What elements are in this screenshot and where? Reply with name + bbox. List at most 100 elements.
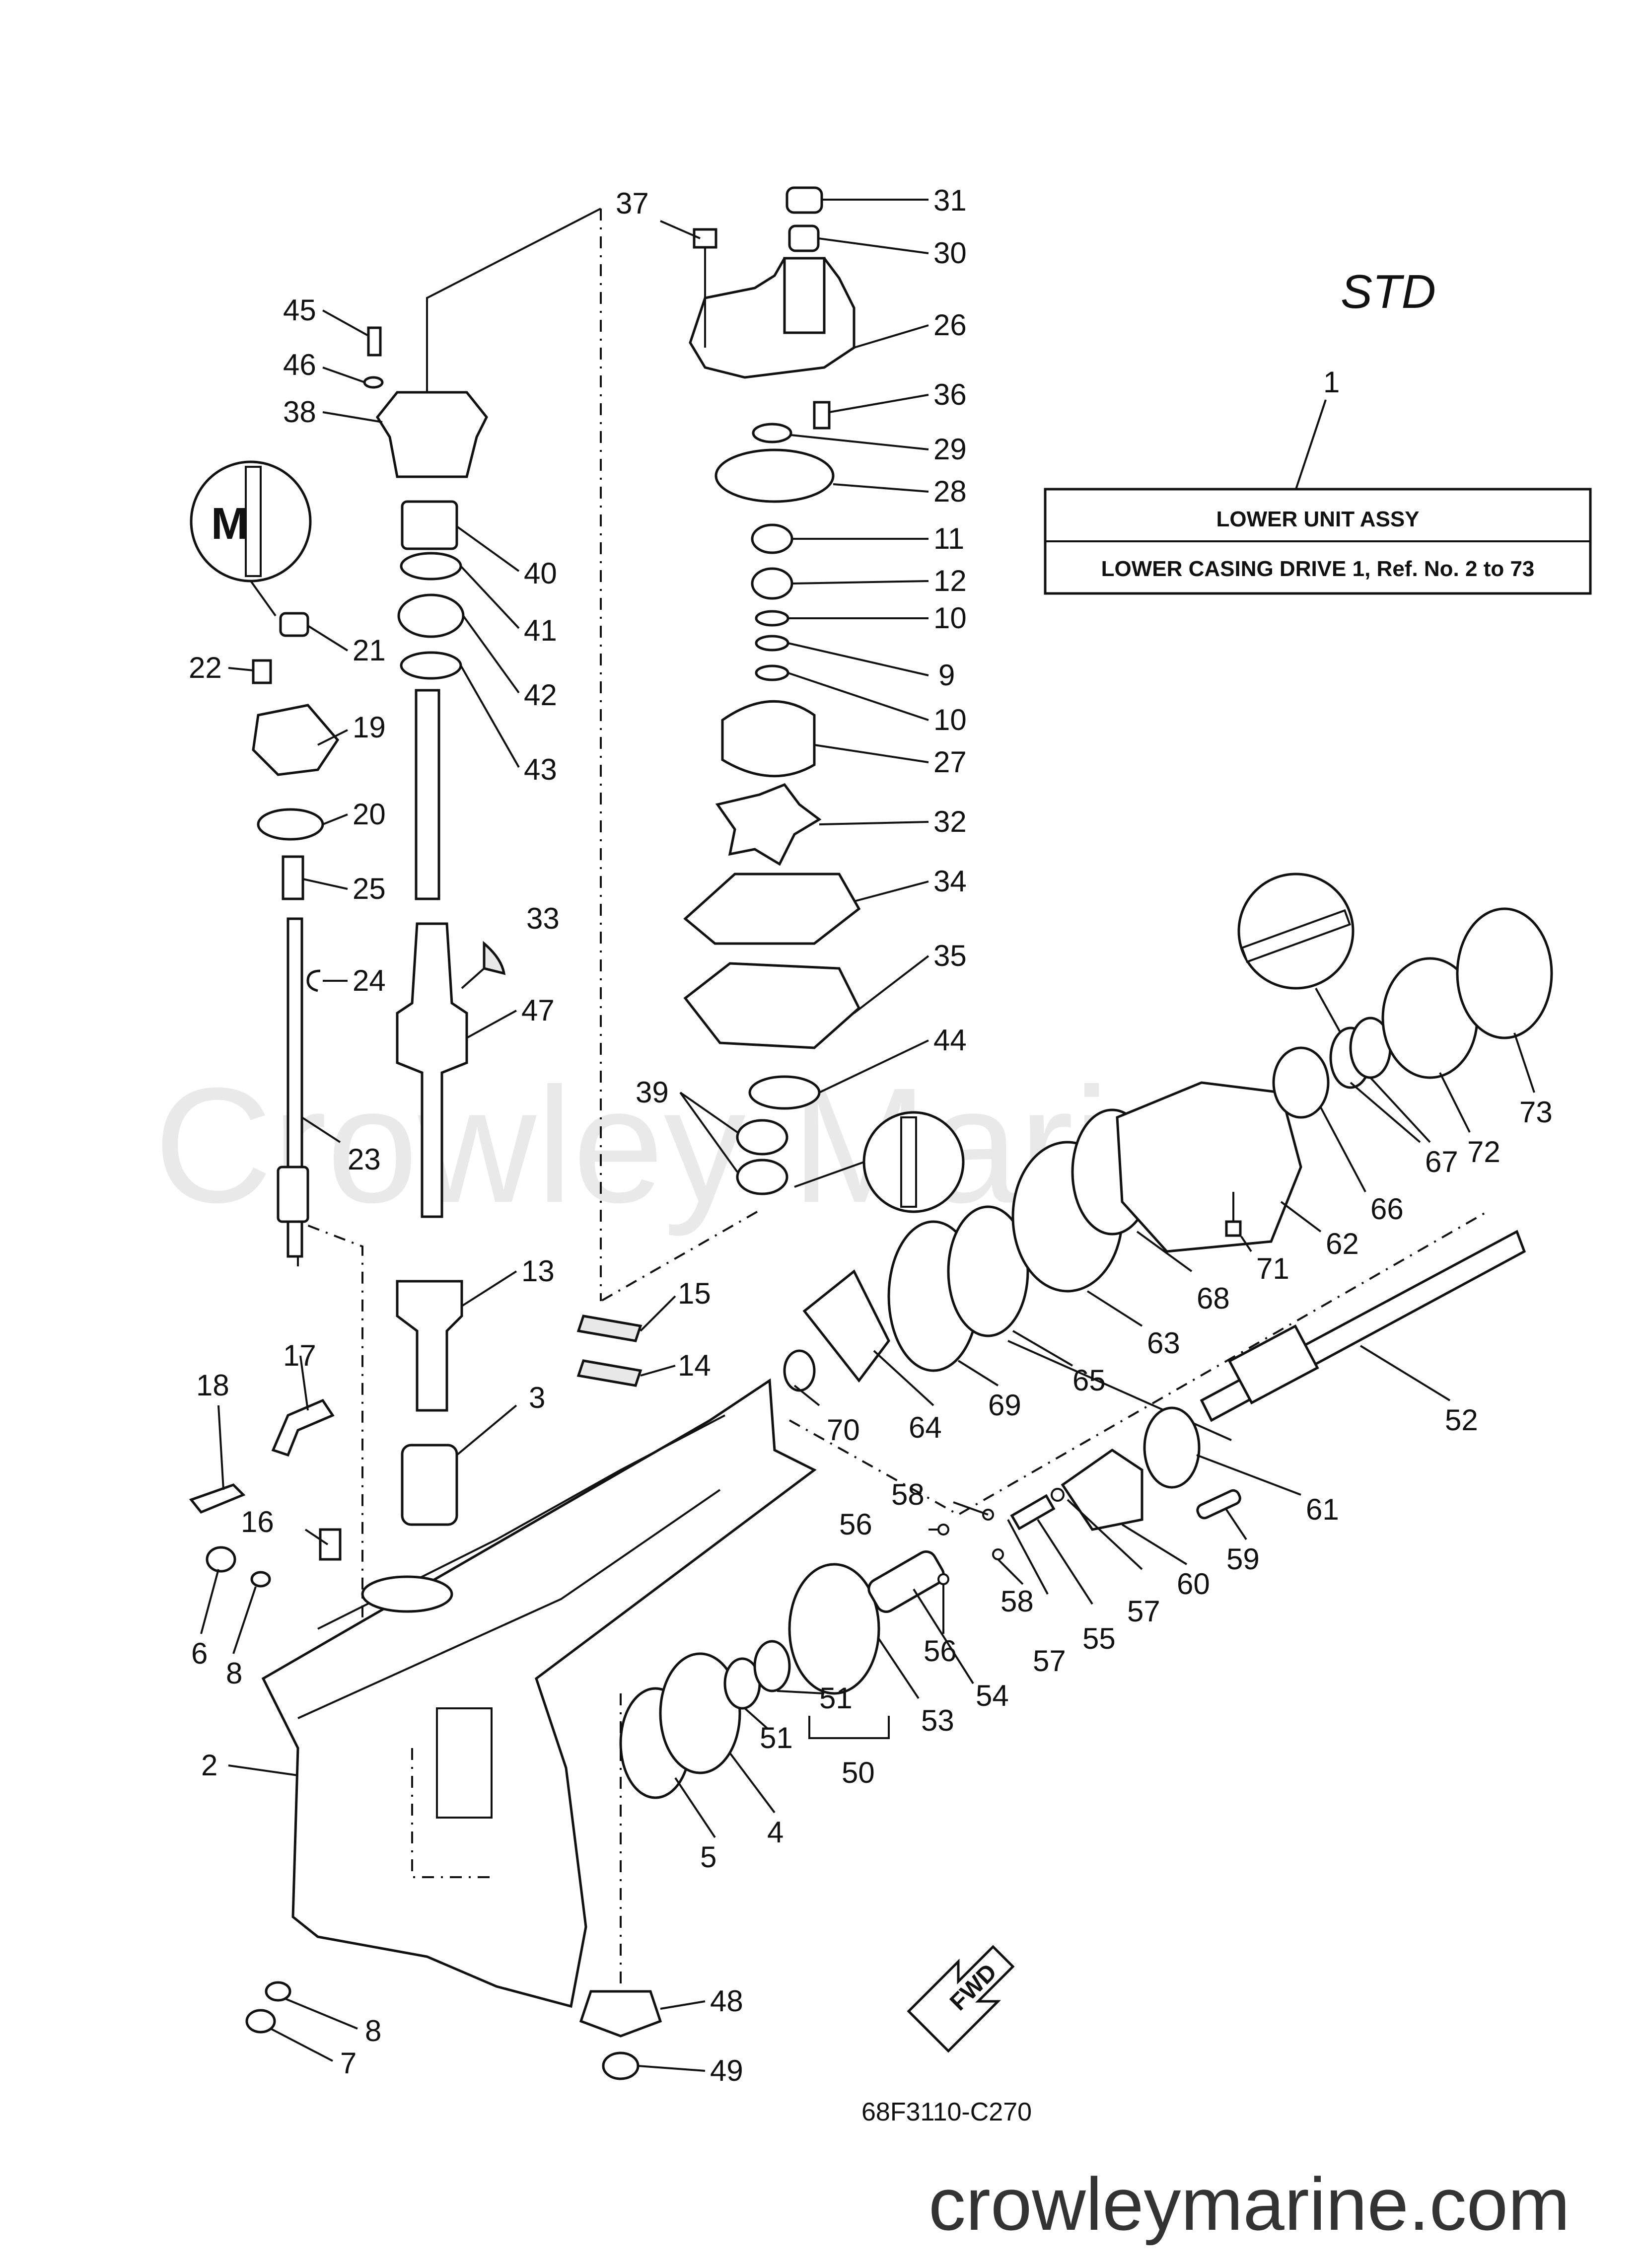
ref-17: 17 <box>283 1339 316 1372</box>
part-16 <box>319 1528 342 1561</box>
part-34 <box>683 873 861 945</box>
ref-72: 72 <box>1467 1135 1500 1169</box>
part-54 <box>867 1550 945 1613</box>
leader-lines <box>200 199 1535 2072</box>
ref-51-b: 51 <box>819 1682 853 1715</box>
part-58-b <box>992 1548 1004 1560</box>
part-9 <box>755 635 789 652</box>
ref-51-a: 51 <box>760 1721 793 1755</box>
part-42 <box>397 593 465 638</box>
ref-36: 36 <box>933 378 967 411</box>
part-44 <box>748 1075 821 1110</box>
part-15 <box>576 1315 643 1342</box>
ref-26: 26 <box>933 308 967 342</box>
ref-52: 52 <box>1445 1403 1478 1437</box>
ref-18: 18 <box>196 1369 229 1402</box>
part-28 <box>714 448 835 503</box>
ref-43: 43 <box>524 753 557 786</box>
ref-8-lower: 8 <box>365 2014 381 2048</box>
part-43 <box>400 651 462 680</box>
ref-20: 20 <box>353 798 386 831</box>
part-20 <box>257 808 324 841</box>
part-12 <box>751 567 793 600</box>
part-47 <box>396 922 468 1218</box>
part-26-neck <box>783 257 826 334</box>
part-51-b <box>753 1640 791 1692</box>
ref-59: 59 <box>1226 1542 1260 1576</box>
ref-71: 71 <box>1256 1252 1289 1285</box>
part-30 <box>788 224 820 252</box>
ref-64: 64 <box>909 1411 942 1444</box>
ref-42: 42 <box>524 678 557 712</box>
ref-8-upper: 8 <box>226 1657 242 1690</box>
drawing-code: 68F3110-C270 <box>861 2098 1032 2126</box>
ref-37: 37 <box>616 187 649 220</box>
part-38 <box>375 391 488 478</box>
ref-10-upper: 10 <box>933 601 967 635</box>
lower-casing <box>245 1378 817 2034</box>
part-73 <box>1456 907 1553 1039</box>
part-46 <box>363 376 384 389</box>
forward-arrow-icon: FWD <box>907 1945 1015 2053</box>
ref-32: 32 <box>933 805 967 838</box>
ref-28: 28 <box>933 475 967 508</box>
part-65 <box>947 1205 1029 1337</box>
water-pump-group <box>683 186 861 1195</box>
part-40 <box>401 500 458 550</box>
part-41 <box>400 552 462 581</box>
ref-19: 19 <box>353 711 386 744</box>
part-10-lower <box>755 664 789 681</box>
part-10-upper <box>755 610 789 627</box>
part-61 <box>1143 1406 1201 1489</box>
part-57-a <box>1051 1488 1065 1502</box>
part-48 <box>579 1990 662 2038</box>
reference-numbers: 31 30 37 26 36 29 28 11 12 10 9 10 27 32… <box>189 184 1553 2087</box>
part-33 <box>483 941 506 975</box>
shift-rod-group: M <box>189 460 342 1588</box>
ref-38: 38 <box>283 395 316 429</box>
ref-58-b: 58 <box>1000 1585 1034 1618</box>
variant-label: STD <box>1341 265 1436 318</box>
ref-9: 9 <box>938 658 955 692</box>
part-66 <box>1272 1046 1330 1119</box>
ref-50: 50 <box>842 1756 875 1789</box>
ref-41: 41 <box>524 614 557 647</box>
ref-46: 46 <box>283 348 316 381</box>
part-60 <box>1061 1448 1143 1531</box>
ref-44: 44 <box>933 1024 967 1057</box>
ref-2: 2 <box>201 1749 217 1782</box>
ref-65: 65 <box>1072 1364 1106 1397</box>
assembly-subtitle: LOWER CASING DRIVE 1, Ref. No. 2 to 73 <box>1101 557 1535 581</box>
ref-29: 29 <box>933 433 967 466</box>
ref-23: 23 <box>348 1143 381 1176</box>
assembly-title: LOWER UNIT ASSY <box>1216 507 1419 531</box>
ref-10-lower: 10 <box>933 703 967 736</box>
assembly-ref: 1 <box>1323 366 1340 399</box>
ref-45: 45 <box>283 293 316 327</box>
ref-56-a: 56 <box>839 1508 872 1541</box>
part-18 <box>189 1483 246 1514</box>
part-62 <box>1116 1081 1302 1253</box>
ref-6: 6 <box>191 1637 208 1670</box>
part-11 <box>751 523 793 554</box>
part-8-upper <box>250 1571 271 1588</box>
part-4 <box>659 1652 741 1774</box>
part-14 <box>576 1359 643 1387</box>
ref-47: 47 <box>521 994 555 1027</box>
part-55 <box>1010 1494 1056 1531</box>
ref-27: 27 <box>933 745 967 779</box>
ref-61: 61 <box>1306 1493 1339 1526</box>
part-27 <box>721 700 816 778</box>
ref-24: 24 <box>353 964 386 997</box>
part-24 <box>306 969 321 992</box>
ref-30: 30 <box>933 236 967 270</box>
ref-16: 16 <box>241 1505 274 1538</box>
part-47-upper-shaft <box>415 689 440 900</box>
ref-66: 66 <box>1370 1192 1404 1226</box>
part-56-a <box>937 1524 949 1536</box>
part-36 <box>813 401 831 430</box>
ref-70: 70 <box>827 1413 860 1447</box>
part-32 <box>715 783 822 866</box>
part-6 <box>206 1546 236 1573</box>
